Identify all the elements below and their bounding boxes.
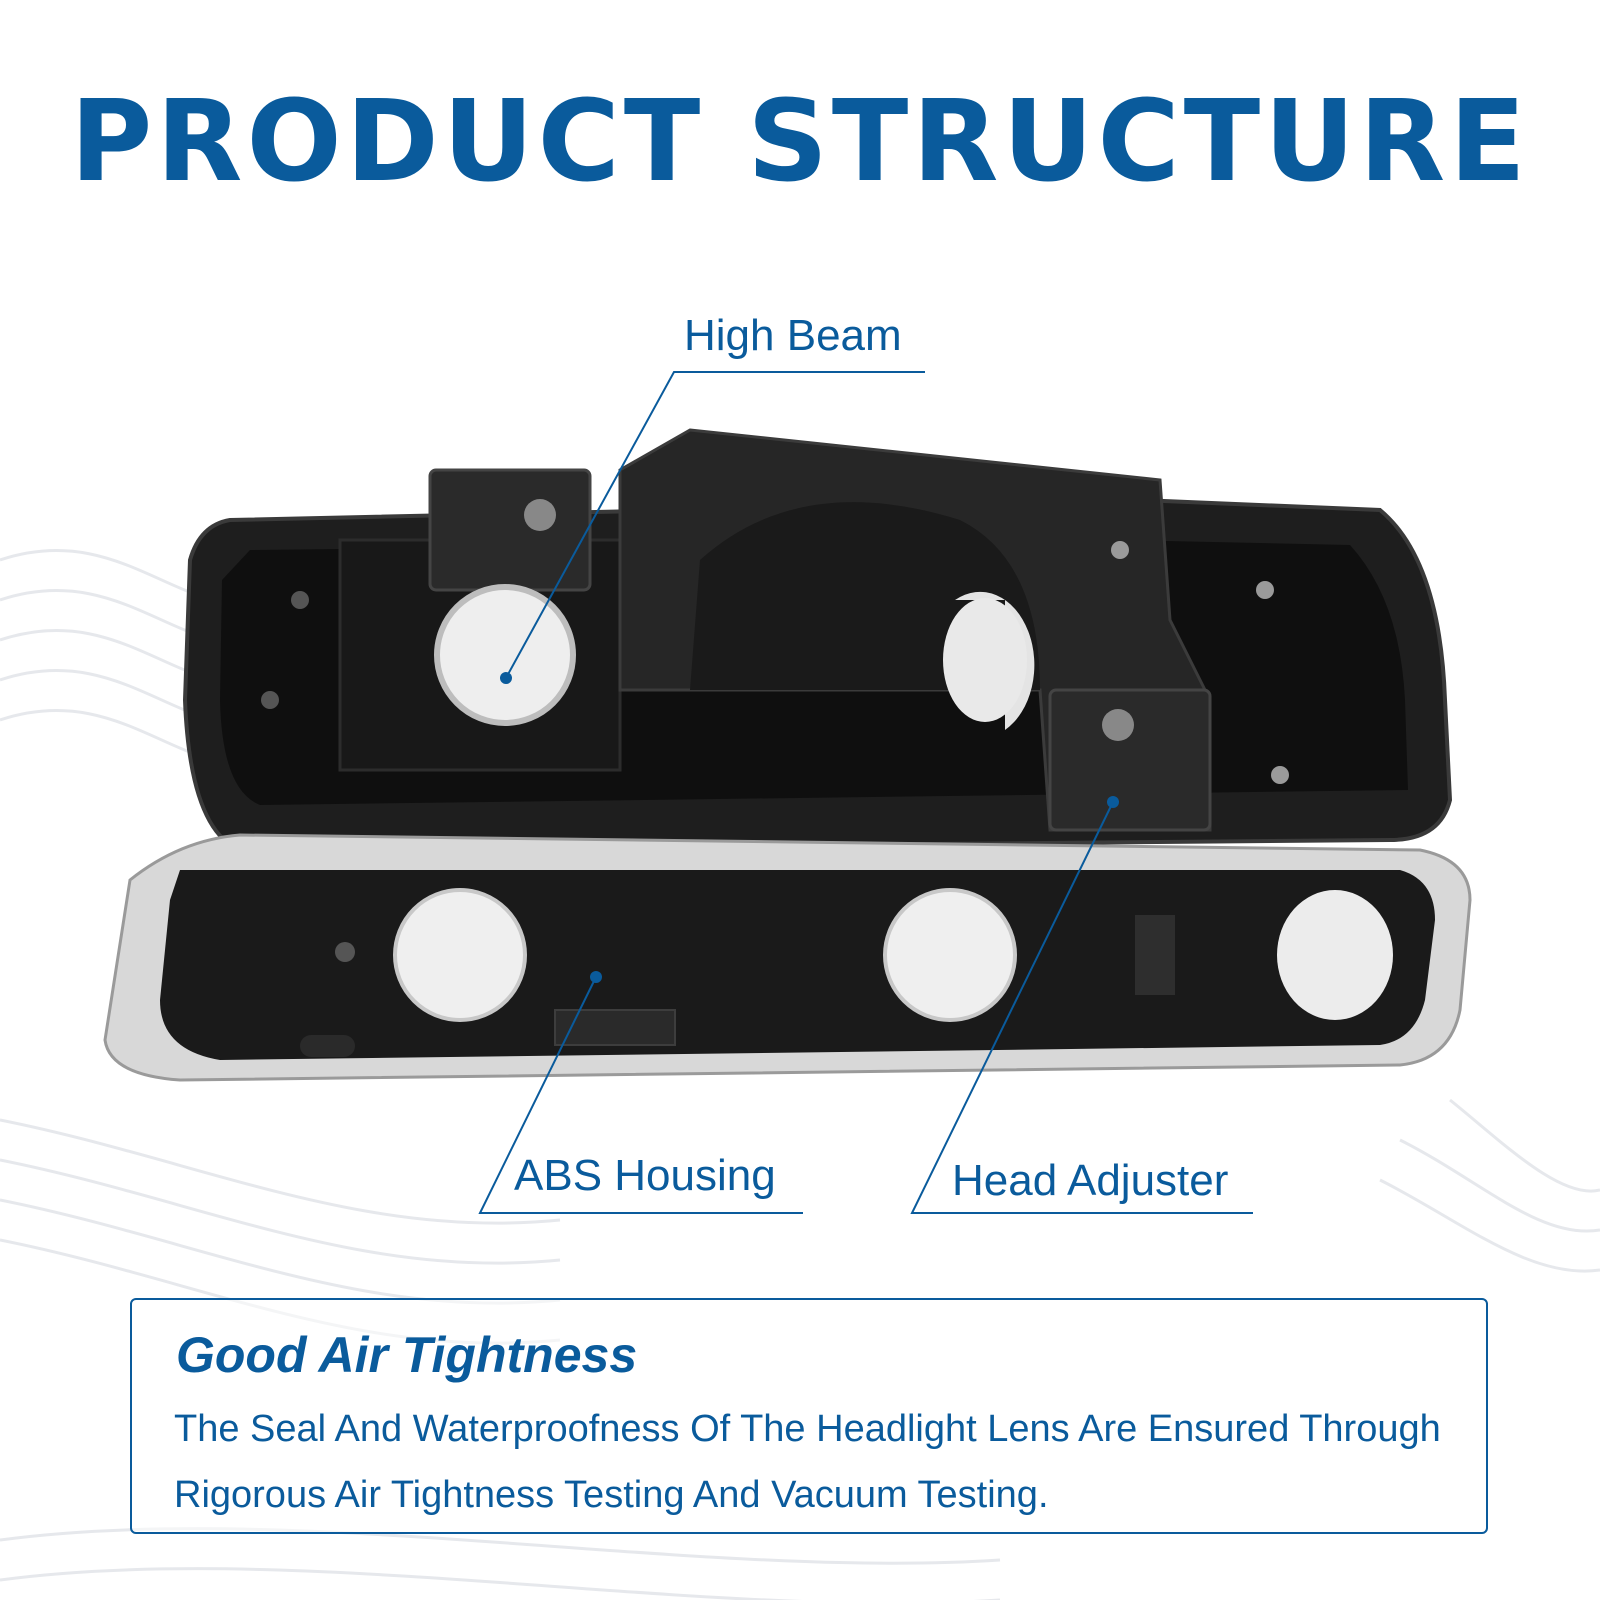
headlight-upper-housing bbox=[182, 428, 1453, 853]
callout-head-adjuster: Head Adjuster bbox=[952, 1156, 1229, 1205]
headlight-lower-housing bbox=[103, 833, 1472, 1082]
callout-high-beam: High Beam bbox=[684, 311, 902, 360]
feature-description: The Seal And Waterproofness Of The Headl… bbox=[174, 1408, 1441, 1516]
page-title: PRODUCT STRUCTURE bbox=[70, 77, 1530, 207]
callout-abs-housing: ABS Housing bbox=[514, 1151, 776, 1200]
feature-info-box: Good Air Tightness The Seal And Waterpro… bbox=[130, 1298, 1488, 1534]
feature-heading: Good Air Tightness bbox=[176, 1327, 638, 1383]
